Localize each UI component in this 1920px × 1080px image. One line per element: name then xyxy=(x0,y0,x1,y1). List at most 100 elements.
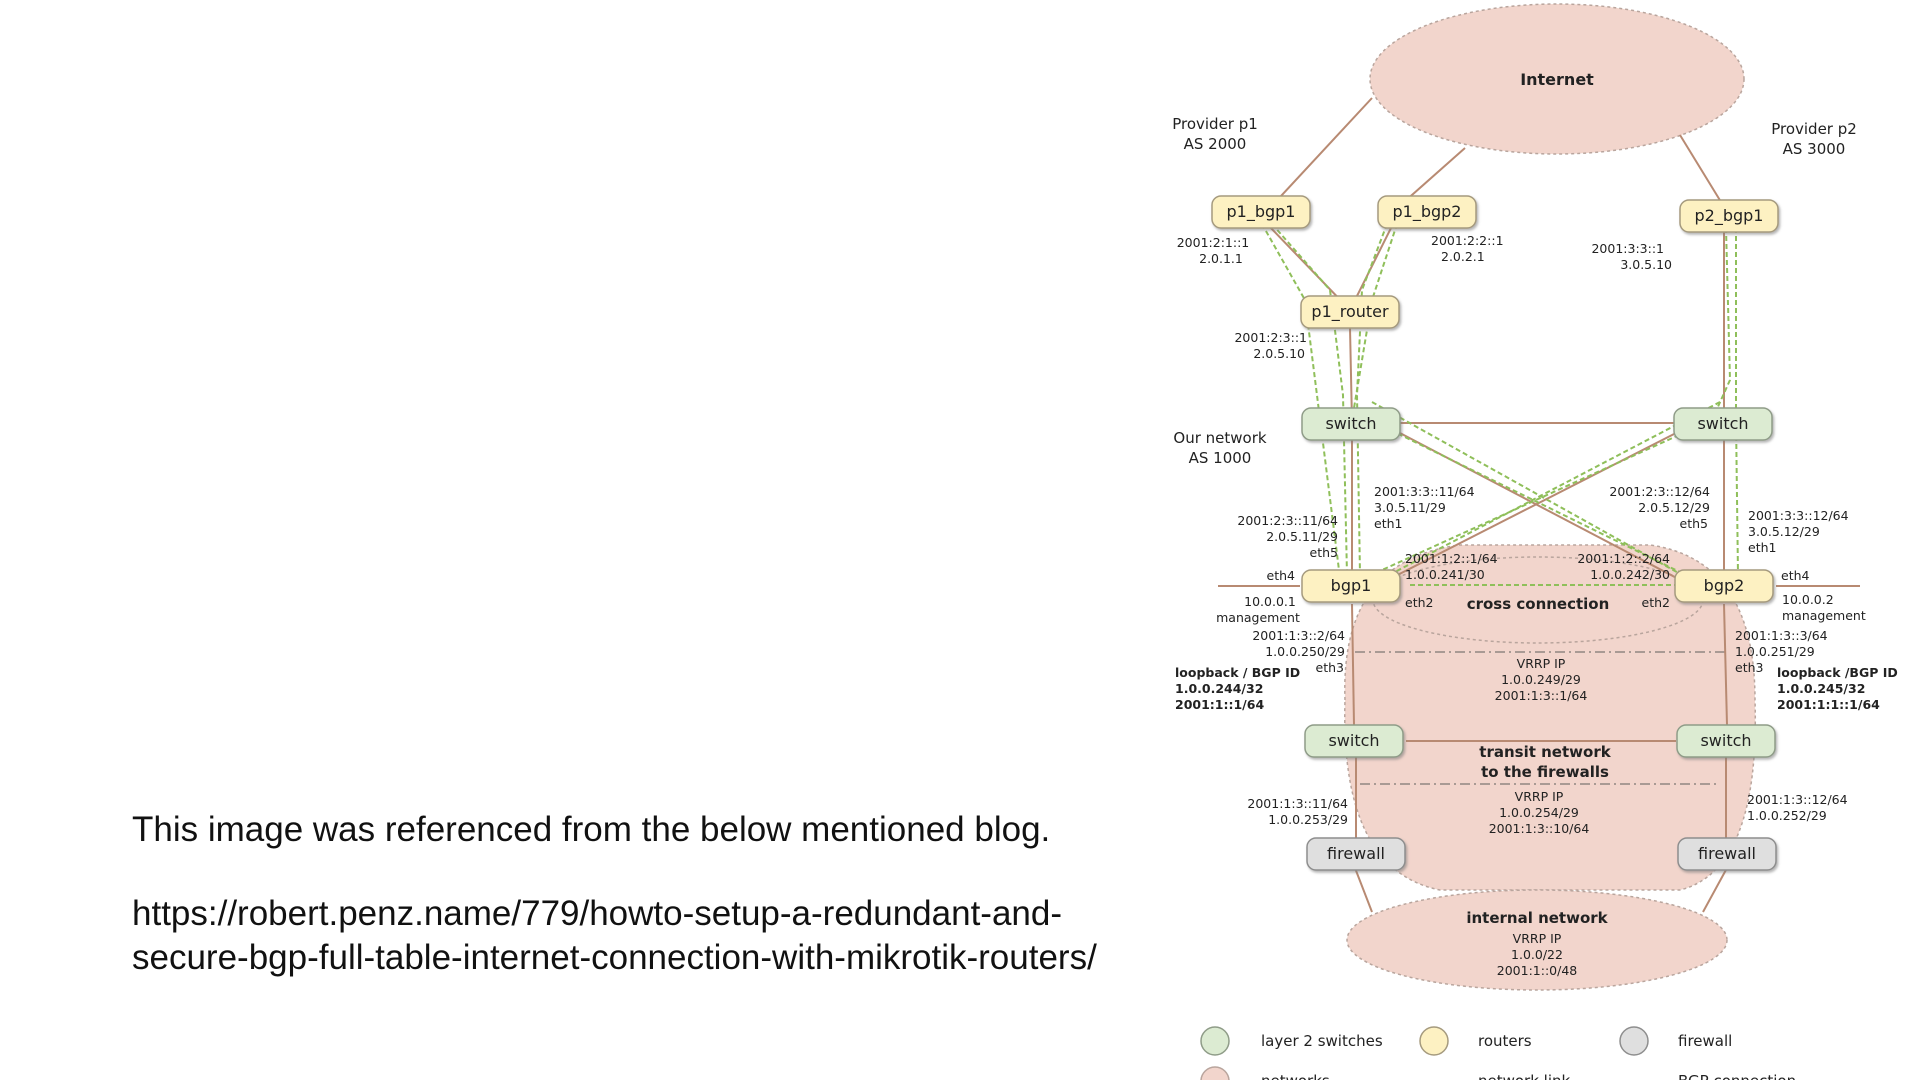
ip-labels: 2001:2:1::1 2.0.1.1 2001:2:2::1 2.0.2.1 … xyxy=(1175,233,1898,836)
ip-label: 2001:3:3::12/64 xyxy=(1748,508,1849,523)
provider-p1-as: AS 2000 xyxy=(1184,135,1247,153)
node-label: firewall xyxy=(1698,844,1756,863)
internal-ip4: 1.0.0/22 xyxy=(1511,947,1563,962)
internet-cloud xyxy=(1369,3,1745,155)
ip-label: 2001:1:2::1/64 xyxy=(1405,551,1498,566)
ip-label: eth2 xyxy=(1642,595,1670,610)
ip-label: 1.0.0.250/29 xyxy=(1265,644,1345,659)
ip-label: 2001:3:3::1 xyxy=(1591,241,1664,256)
ip-label: 3.0.5.10 xyxy=(1620,257,1672,272)
node-p2-bgp1[interactable]: p2_bgp1 xyxy=(1679,199,1779,233)
ip-label: 3.0.5.11/29 xyxy=(1374,500,1446,515)
legend-label: network link xyxy=(1478,1072,1571,1080)
ip-label: 1.0.0.252/29 xyxy=(1747,808,1827,823)
ip-label: eth5 xyxy=(1310,545,1338,560)
ip-label: VRRP IP xyxy=(1517,656,1566,671)
ip-label: 2001:3:3::11/64 xyxy=(1374,484,1475,499)
ip-label: VRRP IP xyxy=(1515,789,1564,804)
ip-label: eth4 xyxy=(1781,568,1810,583)
caption-url-line-2: secure-bgp-full-table-internet-connectio… xyxy=(132,938,1097,977)
legend-label: routers xyxy=(1478,1032,1532,1050)
ip-label: 2.0.5.10 xyxy=(1253,346,1305,361)
legend-label: BGP connection xyxy=(1678,1072,1796,1080)
ip-label: 3.0.5.12/29 xyxy=(1748,524,1820,539)
ip-label: 1.0.0.241/30 xyxy=(1405,567,1485,582)
internal-network-cloud xyxy=(1346,889,1728,991)
ip-label: 1.0.0.254/29 xyxy=(1499,805,1579,820)
ip-label: 2.0.5.12/29 xyxy=(1638,500,1710,515)
node-p1-bgp1[interactable]: p1_bgp1 xyxy=(1211,195,1311,229)
internal-ip6: 2001:1::0/48 xyxy=(1497,963,1578,978)
ip-label: loopback / BGP ID xyxy=(1175,665,1300,680)
ip-label: 1.0.0.253/29 xyxy=(1268,812,1348,827)
provider-p1-label: Provider p1 xyxy=(1172,115,1258,133)
ip-label: 2001:1:3::10/64 xyxy=(1489,821,1590,836)
node-bgp1[interactable]: bgp1 xyxy=(1301,569,1401,603)
node-switch-mid-left[interactable]: switch xyxy=(1304,724,1404,758)
ip-label: 2001:1:3::2/64 xyxy=(1252,628,1345,643)
ip-label: 2001:1:3::11/64 xyxy=(1247,796,1348,811)
ip-label: 1.0.0.251/29 xyxy=(1735,644,1815,659)
our-network-label: Our network xyxy=(1173,429,1266,447)
node-label: p2_bgp1 xyxy=(1695,206,1764,226)
node-label: switch xyxy=(1325,414,1376,433)
ip-label: management xyxy=(1216,610,1300,625)
node-bgp2[interactable]: bgp2 xyxy=(1674,569,1774,603)
node-switch-top-left[interactable]: switch xyxy=(1301,407,1401,441)
node-switch-mid-right[interactable]: switch xyxy=(1676,724,1776,758)
legend-label: firewall xyxy=(1678,1032,1732,1050)
caption-text: This image was referenced from the below… xyxy=(132,810,1051,849)
node-firewall-left[interactable]: firewall xyxy=(1306,837,1406,871)
caption: This image was referenced from the below… xyxy=(132,808,1132,980)
legend-label: networks xyxy=(1261,1072,1330,1080)
ip-label: 2001:2:3::1 xyxy=(1234,330,1307,345)
node-label: bgp1 xyxy=(1331,576,1372,595)
cross-connection-label: cross connection xyxy=(1467,595,1610,613)
node-label: switch xyxy=(1700,731,1751,750)
legend-item-switches: layer 2 switches xyxy=(1200,1026,1383,1056)
node-p1-bgp2[interactable]: p1_bgp2 xyxy=(1377,195,1477,229)
internal-network-label: internal network xyxy=(1466,909,1608,927)
ip-label: 1.0.0.244/32 xyxy=(1175,681,1263,696)
node-label: bgp2 xyxy=(1704,576,1745,595)
ip-label: 1.0.0.242/30 xyxy=(1590,567,1670,582)
legend-item-routers: routers xyxy=(1419,1026,1532,1056)
legend: layer 2 switches routers firewall networ… xyxy=(1200,1026,1796,1080)
caption-url-line-1: https://robert.penz.name/779/howto-setup… xyxy=(132,894,1063,933)
ip-label: eth2 xyxy=(1405,595,1433,610)
transit-network-label-2: to the firewalls xyxy=(1481,763,1609,781)
ip-label: loopback /BGP ID xyxy=(1777,665,1898,680)
internal-vrrp-label: VRRP IP xyxy=(1513,931,1562,946)
ip-label: eth3 xyxy=(1735,660,1763,675)
ip-label: 2001:1::1/64 xyxy=(1175,697,1264,712)
ip-label: management xyxy=(1782,608,1866,623)
node-label: switch xyxy=(1697,414,1748,433)
node-label: p1_router xyxy=(1311,302,1389,322)
node-label: firewall xyxy=(1327,844,1385,863)
bgp-connections xyxy=(1261,223,1739,586)
ip-label: 2.0.1.1 xyxy=(1199,251,1243,266)
node-label: p1_bgp1 xyxy=(1227,202,1296,222)
ip-label: 1.0.0.249/29 xyxy=(1501,672,1581,687)
ip-label: 2001:2:2::1 xyxy=(1431,233,1504,248)
ip-label: eth4 xyxy=(1267,568,1296,583)
ip-label: 1.0.0.245/32 xyxy=(1777,681,1865,696)
ip-label: 2001:1:1::1/64 xyxy=(1777,697,1880,712)
ip-label: eth1 xyxy=(1748,540,1776,555)
node-firewall-right[interactable]: firewall xyxy=(1677,837,1777,871)
transit-network-label-1: transit network xyxy=(1479,743,1611,761)
legend-item-networks: networks xyxy=(1200,1066,1330,1080)
legend-item-link: network link xyxy=(1478,1072,1571,1080)
node-p1-router[interactable]: p1_router xyxy=(1300,295,1400,329)
ip-label: 2001:1:3::12/64 xyxy=(1747,792,1848,807)
internet-label: Internet xyxy=(1520,70,1594,89)
ip-label: 10.0.0.1 xyxy=(1244,594,1296,609)
our-network-as: AS 1000 xyxy=(1189,449,1252,467)
ip-label: 2001:1:3::3/64 xyxy=(1735,628,1828,643)
ip-label: 2001:2:3::12/64 xyxy=(1609,484,1710,499)
ip-label: 2001:2:3::11/64 xyxy=(1237,513,1338,528)
node-switch-top-right[interactable]: switch xyxy=(1673,407,1773,441)
provider-p2-label: Provider p2 xyxy=(1771,120,1857,138)
ip-label: 10.0.0.2 xyxy=(1782,592,1834,607)
